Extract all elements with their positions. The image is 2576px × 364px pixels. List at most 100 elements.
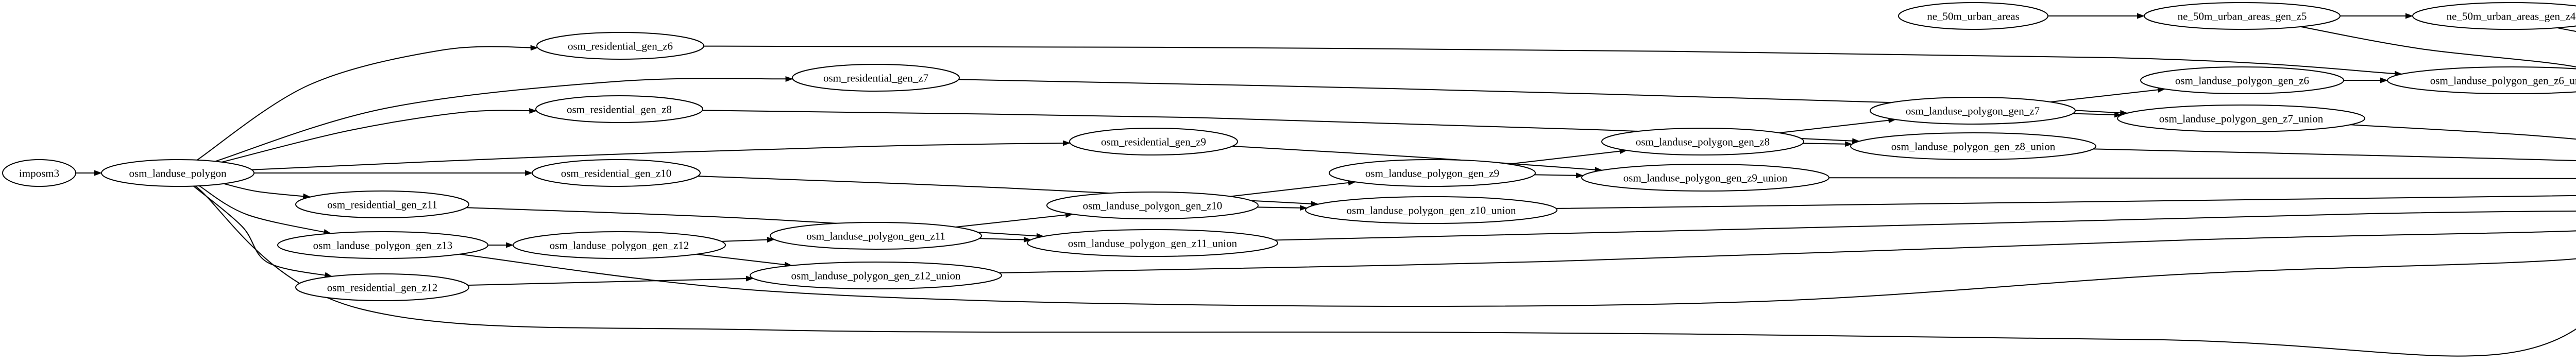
node-ellipse-osm_landuse_polygon_gen_z12: [513, 231, 726, 259]
node-ellipse-osm_residential_gen_z11: [295, 190, 469, 218]
node-osm_landuse_polygon_gen_z11_union: osm_landuse_polygon_gen_z11_union: [1027, 229, 1278, 257]
node-label-osm_landuse_polygon_gen_z8: osm_landuse_polygon_gen_z8: [1636, 135, 1770, 148]
node-ellipse-osm_residential_gen_z10: [532, 159, 701, 187]
node-ellipse-osm_landuse_polygon_gen_z8: [1601, 128, 1804, 155]
edge-osm_landuse_polygon_gen_z10-to-osm_landuse_polygon_gen_z10_union: [1257, 205, 1308, 211]
edge-osm_landuse_polygon_gen_z7_union-to-layer_landuse-z7: [2350, 124, 2576, 140]
node-ellipse-osm_landuse_polygon_gen_z9: [1329, 159, 1536, 187]
node-osm_landuse_polygon_gen_z10: osm_landuse_polygon_gen_z10: [1046, 192, 1259, 219]
node-ellipse-ne_50m_urban_areas_gen_z4: [2412, 2, 2576, 30]
edge-osm_landuse_polygon_gen_z10_union-to-layer_landuse-z10: [1556, 195, 2576, 209]
node-osm_landuse_polygon_gen_z6_union: osm_landuse_polygon_gen_z6_union: [2387, 66, 2576, 94]
node-label-ne_50m_urban_areas_gen_z5: ne_50m_urban_areas_gen_z5: [2178, 10, 2307, 22]
edge-osm_landuse_polygon-to-osm_landuse_polygon_gen_z13: [199, 185, 332, 235]
node-ellipse-osm_landuse_polygon_gen_z7: [1870, 97, 2076, 125]
node-osm_landuse_polygon_gen_z6: osm_landuse_polygon_gen_z6: [2140, 66, 2344, 94]
node-label-osm_landuse_polygon: osm_landuse_polygon: [129, 167, 227, 179]
node-ellipse-osm_landuse_polygon: [101, 159, 255, 187]
node-label-osm_residential_gen_z7: osm_residential_gen_z7: [823, 72, 928, 84]
node-osm_landuse_polygon: osm_landuse_polygon: [101, 159, 255, 187]
node-label-osm_landuse_polygon_gen_z7_union: osm_landuse_polygon_gen_z7_union: [2159, 112, 2324, 125]
node-osm_landuse_polygon_gen_z12: osm_landuse_polygon_gen_z12: [513, 231, 726, 259]
node-osm_residential_gen_z10: osm_residential_gen_z10: [532, 159, 701, 187]
edge-osm_landuse_polygon_gen_z13-to-layer_landuse-z13: [460, 253, 2576, 307]
node-label-osm_landuse_polygon_gen_z6: osm_landuse_polygon_gen_z6: [2175, 74, 2309, 86]
edges-layer: [76, 13, 2576, 357]
node-ellipse-osm_landuse_polygon_gen_z10_union: [1305, 196, 1557, 224]
node-osm_residential_gen_z11: osm_residential_gen_z11: [295, 190, 469, 218]
node-label-osm_landuse_polygon_gen_z6_union: osm_landuse_polygon_gen_z6_union: [2430, 74, 2576, 86]
edge-osm_landuse_polygon_gen_z8-to-osm_landuse_polygon_gen_z8_union: [1803, 141, 1853, 147]
node-ellipse-osm_residential_gen_z6: [536, 32, 704, 60]
node-ellipse-osm_landuse_polygon_gen_z13: [277, 231, 488, 259]
node-label-osm_residential_gen_z12: osm_residential_gen_z12: [327, 281, 438, 293]
edge-osm_residential_gen_z9-to-osm_landuse_polygon_gen_z9_union: [1232, 145, 1603, 173]
node-label-osm_landuse_polygon_gen_z12_union: osm_landuse_polygon_gen_z12_union: [791, 269, 961, 282]
node-osm_residential_gen_z12: osm_residential_gen_z12: [295, 273, 469, 301]
node-ne_50m_urban_areas_gen_z5: ne_50m_urban_areas_gen_z5: [2144, 2, 2341, 30]
node-label-imposm3: imposm3: [19, 167, 59, 179]
node-ellipse-ne_50m_urban_areas_gen_z5: [2144, 2, 2341, 30]
node-ellipse-imposm3: [2, 159, 76, 187]
node-ellipse-osm_landuse_polygon_gen_z6: [2140, 66, 2344, 94]
edge-osm_landuse_polygon_gen_z12-to-osm_landuse_polygon_gen_z11: [721, 237, 775, 243]
edge-osm_landuse_polygon_gen_z10-to-osm_landuse_polygon_gen_z9: [1230, 180, 1356, 197]
node-ne_50m_urban_areas_gen_z4: ne_50m_urban_areas_gen_z4: [2412, 2, 2576, 30]
node-osm_landuse_polygon_gen_z13: osm_landuse_polygon_gen_z13: [277, 231, 488, 259]
edge-osm_landuse_polygon_gen_z11_union-to-layer_landuse-z11: [1275, 210, 2576, 241]
node-ellipse-osm_landuse_polygon_gen_z8_union: [1850, 132, 2096, 160]
edge-osm_landuse_polygon-to-osm_residential_gen_z11: [224, 183, 311, 199]
edge-osm_landuse_polygon_gen_z12-to-osm_landuse_polygon_gen_z12_union: [697, 253, 792, 268]
node-imposm3: imposm3: [2, 159, 76, 187]
edge-osm_landuse_polygon_gen_z11-to-osm_landuse_polygon_gen_z11_union: [979, 236, 1031, 242]
node-ellipse-ne_50m_urban_areas: [1898, 2, 2048, 30]
node-osm_landuse_polygon_gen_z9_union: osm_landuse_polygon_gen_z9_union: [1581, 164, 1829, 192]
node-label-osm_landuse_polygon_gen_z10_union: osm_landuse_polygon_gen_z10_union: [1347, 204, 1516, 216]
edge-osm_landuse_polygon_gen_z7-to-osm_landuse_polygon_gen_z7_union: [2073, 112, 2123, 118]
node-ne_50m_urban_areas: ne_50m_urban_areas: [1898, 2, 2048, 30]
node-label-osm_landuse_polygon_gen_z11: osm_landuse_polygon_gen_z11: [806, 230, 945, 242]
node-ellipse-osm_residential_gen_z12: [295, 273, 469, 301]
node-label-osm_landuse_polygon_gen_z9_union: osm_landuse_polygon_gen_z9_union: [1623, 171, 1788, 184]
edge-osm_landuse_polygon-to-osm_residential_gen_z8: [222, 108, 537, 163]
edge-osm_landuse_polygon_gen_z11-to-osm_landuse_polygon_gen_z10: [955, 212, 1074, 228]
node-label-osm_residential_gen_z9: osm_residential_gen_z9: [1101, 135, 1206, 148]
node-osm_landuse_polygon_gen_z10_union: osm_landuse_polygon_gen_z10_union: [1305, 196, 1557, 224]
node-ellipse-osm_landuse_polygon_gen_z11: [770, 222, 982, 250]
node-ellipse-osm_landuse_polygon_gen_z12_union: [750, 262, 1002, 289]
node-label-osm_residential_gen_z10: osm_residential_gen_z10: [561, 167, 672, 179]
edge-osm_landuse_polygon_gen_z9-to-osm_landuse_polygon_gen_z9_union: [1534, 172, 1584, 179]
edge-osm_landuse_polygon-to-osm_residential_gen_z7: [215, 76, 793, 162]
edge-osm_landuse_polygon_gen_z7-to-osm_landuse_polygon_gen_z6: [2050, 86, 2166, 103]
edge-osm_landuse_polygon-to-osm_residential_gen_z9: [251, 140, 1071, 170]
node-osm_landuse_polygon_gen_z8: osm_landuse_polygon_gen_z8: [1601, 128, 1804, 155]
node-label-osm_landuse_polygon_gen_z7: osm_landuse_polygon_gen_z7: [1906, 105, 2040, 117]
edge-osm_landuse_polygon_gen_z8_union-to-layer_landuse-z8: [2093, 148, 2576, 161]
node-ellipse-osm_landuse_polygon_gen_z7_union: [2117, 105, 2365, 132]
node-osm_landuse_polygon_gen_z7_union: osm_landuse_polygon_gen_z7_union: [2117, 105, 2365, 132]
node-label-osm_residential_gen_z11: osm_residential_gen_z11: [327, 198, 437, 211]
node-label-ne_50m_urban_areas_gen_z4: ne_50m_urban_areas_gen_z4: [2447, 10, 2576, 22]
edge-osm_landuse_polygon-to-layer_landuse-z14+: [195, 185, 2576, 357]
node-label-ne_50m_urban_areas: ne_50m_urban_areas: [1927, 10, 2020, 22]
edge-osm_residential_gen_z12-to-osm_landuse_polygon_gen_z12_union: [467, 275, 754, 286]
node-label-osm_landuse_polygon_gen_z8_union: osm_landuse_polygon_gen_z8_union: [1891, 140, 2056, 152]
edge-osm_landuse_polygon-to-osm_residential_gen_z12: [193, 185, 333, 278]
node-osm_residential_gen_z6: osm_residential_gen_z6: [536, 32, 704, 60]
node-osm_landuse_polygon_gen_z8_union: osm_landuse_polygon_gen_z8_union: [1850, 132, 2096, 160]
node-label-osm_landuse_polygon_gen_z12: osm_landuse_polygon_gen_z12: [550, 239, 689, 251]
node-osm_residential_gen_z8: osm_residential_gen_z8: [535, 95, 703, 123]
edge-osm_landuse_polygon_gen_z8-to-osm_landuse_polygon_gen_z7: [1779, 117, 1896, 134]
edge-osm_residential_gen_z6-to-osm_landuse_polygon_gen_z6_union: [703, 45, 2402, 77]
node-osm_landuse_polygon_gen_z7: osm_landuse_polygon_gen_z7: [1870, 97, 2076, 125]
node-osm_residential_gen_z9: osm_residential_gen_z9: [1069, 128, 1238, 155]
node-label-osm_landuse_polygon_gen_z9: osm_landuse_polygon_gen_z9: [1365, 167, 1499, 179]
node-osm_landuse_polygon_gen_z11: osm_landuse_polygon_gen_z11: [770, 222, 982, 250]
node-osm_landuse_polygon_gen_z9: osm_landuse_polygon_gen_z9: [1329, 159, 1536, 187]
nodes-layer: imposm3 osm_landuse_polygon osm_residentia…: [2, 2, 2576, 301]
edge-ne_50m_urban_areas_gen_z5-to-layer_landuse-z5: [2300, 26, 2576, 68]
node-ellipse-osm_landuse_polygon_gen_z6_union: [2387, 66, 2576, 94]
node-ellipse-osm_landuse_polygon_gen_z10: [1046, 192, 1259, 219]
node-ellipse-osm_landuse_polygon_gen_z11_union: [1027, 229, 1278, 257]
node-label-osm_residential_gen_z8: osm_residential_gen_z8: [567, 103, 672, 115]
